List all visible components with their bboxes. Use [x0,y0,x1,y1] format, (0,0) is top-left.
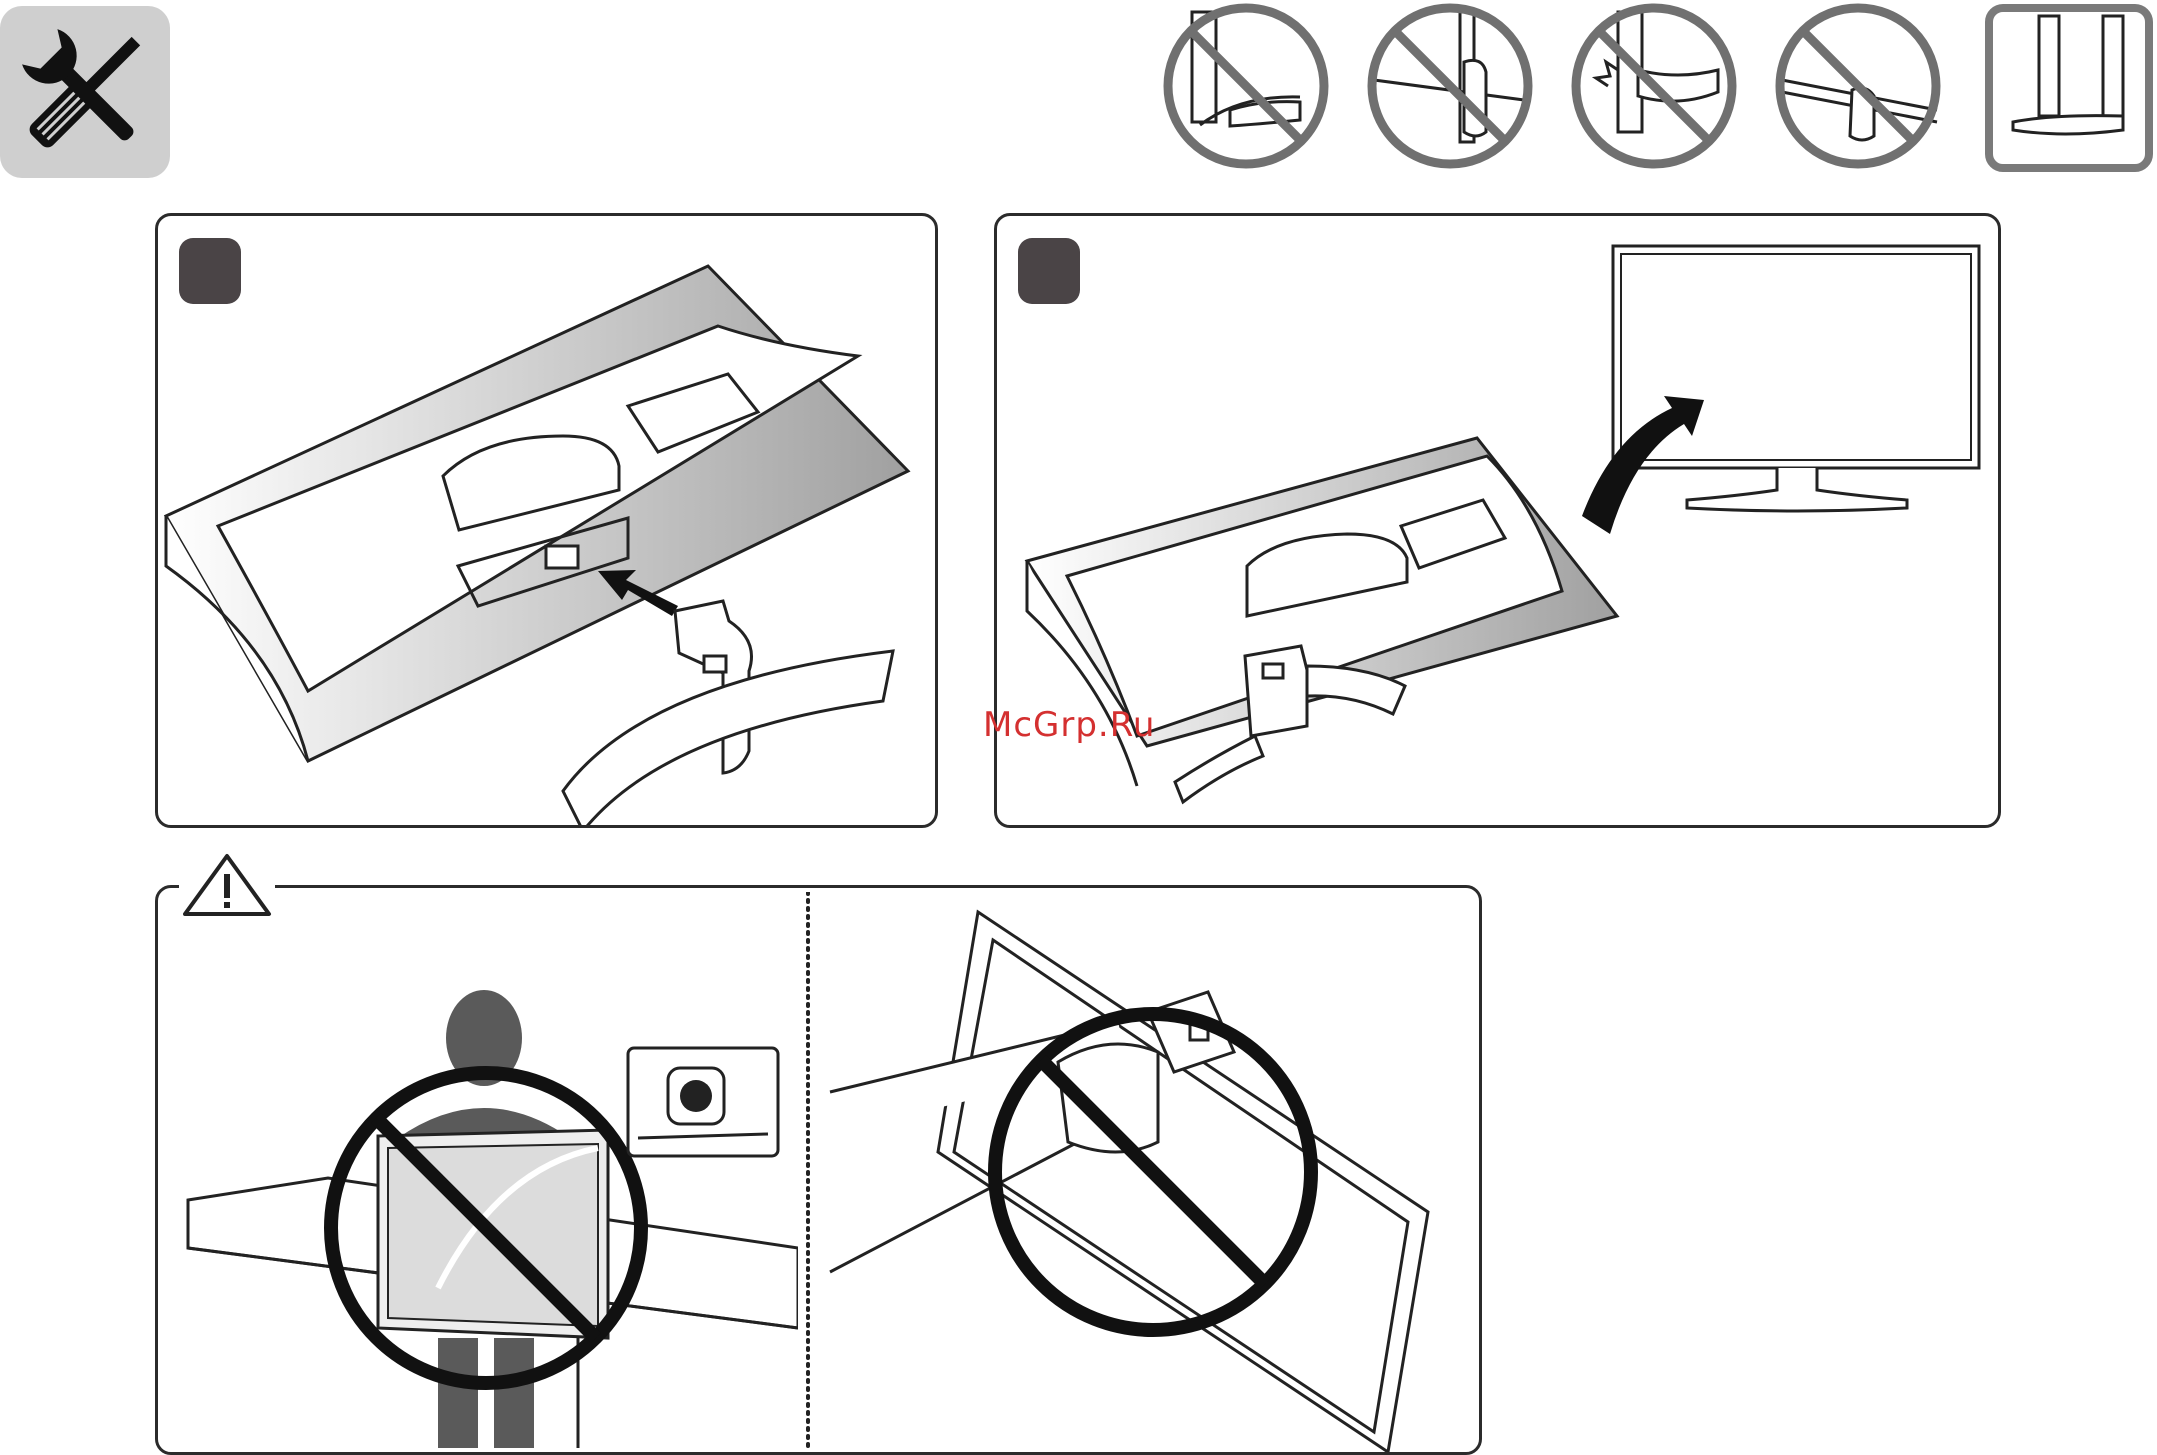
attach-stand-to-monitor-illustration [158,216,935,825]
hold-frame-correctly-icon [1985,4,2153,172]
tools-tile [0,6,170,178]
no-grip-screen-edge-icon [1364,0,1536,172]
caution-tab [179,852,275,916]
no-grip-screen-bottom-icon [1160,0,1332,172]
no-press-screen-icon [1568,0,1740,172]
watermark: McGrp.Ru [983,705,1155,745]
do-not-grip-stand-while-lifting-illustration [818,892,1478,1452]
panel-divider [804,892,812,1452]
no-grip-stand-hinge-icon [1772,0,1944,172]
warning-triangle-icon [179,852,275,916]
caution-panel [155,885,1482,1455]
screwdriver-wrench-icon [0,6,170,178]
do-not-carry-by-screen-illustration [178,908,798,1448]
step-1-panel [155,213,938,828]
